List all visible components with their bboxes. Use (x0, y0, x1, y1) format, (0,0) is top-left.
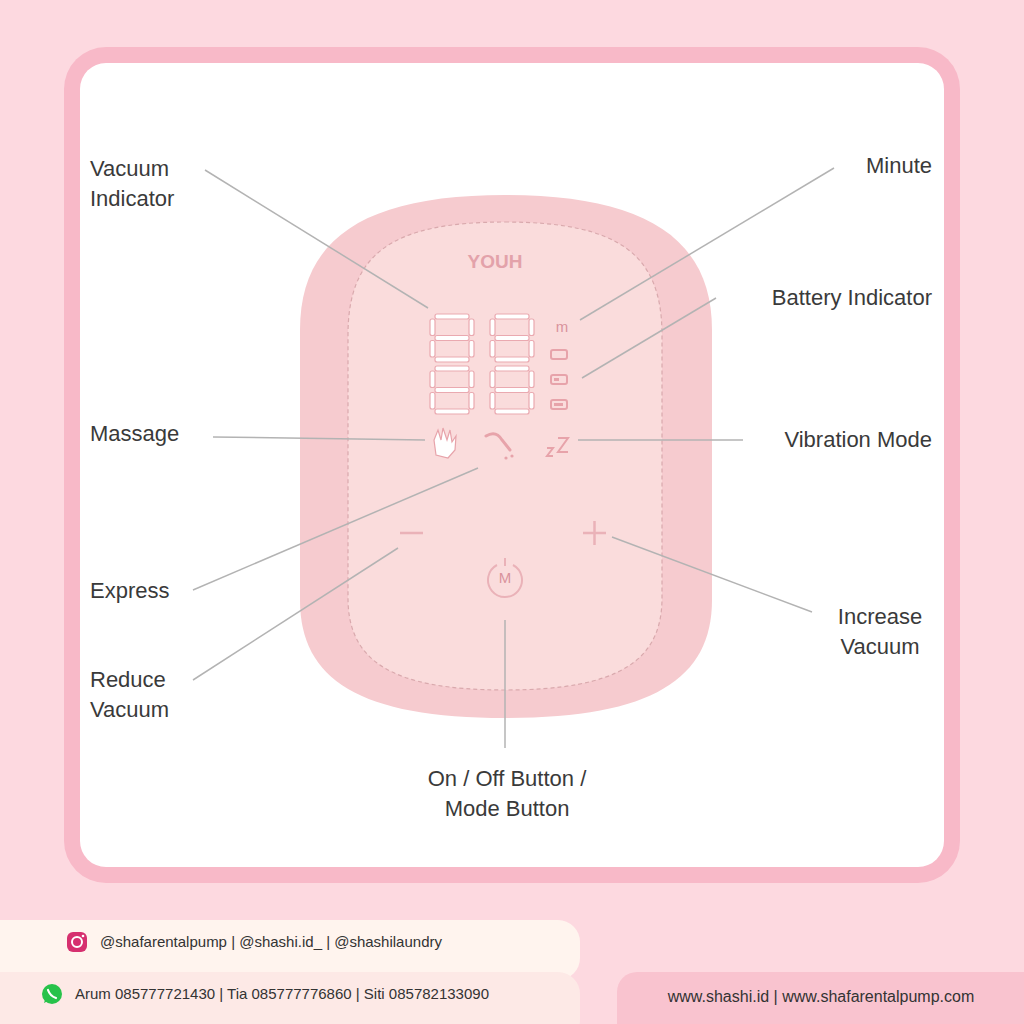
digit-segment (435, 388, 469, 393)
callout-label: Battery Indicator (700, 283, 932, 313)
screen (348, 222, 662, 690)
digit-segment (529, 341, 534, 358)
card (80, 63, 944, 867)
digit-segment (529, 319, 534, 336)
power-button (488, 558, 522, 597)
digit-segment (495, 336, 529, 341)
callout-label: Increase Vacuum (818, 602, 942, 662)
leader-lines (193, 168, 834, 748)
minute-unit: m (552, 318, 572, 336)
website-links: www.shashi.id | www.shafarentalpump.com (625, 985, 1017, 1009)
digit-segment (469, 341, 474, 358)
pump-housing (300, 195, 712, 718)
digit-segment (490, 319, 495, 336)
footer-panel (0, 920, 580, 980)
callout-label: Massage (90, 419, 220, 449)
digit-segment (495, 409, 529, 414)
brand-logo: YOUH (445, 250, 545, 274)
social-handles: @shafarentalpump | @shashi.id_ | @shashi… (100, 930, 570, 954)
callout-label: Reduce Vacuum (90, 665, 210, 725)
digit-segment (430, 341, 435, 358)
digit-segment (490, 341, 495, 358)
callout-label: On / Off Button / Mode Button (402, 764, 612, 824)
digit-segment (435, 366, 469, 371)
instagram-icon (67, 932, 87, 952)
digit-segment (430, 393, 435, 410)
digit-segment (490, 393, 495, 410)
digit-segment (430, 319, 435, 336)
digit-segment (495, 357, 529, 362)
mode-letter: M (492, 565, 518, 591)
footer-panel (617, 972, 1024, 1024)
digit-segment (469, 319, 474, 336)
phone-contacts: Arum 085777721430 | Tia 085777776860 | S… (75, 982, 575, 1006)
digit-segment (529, 371, 534, 388)
massage-icon (434, 428, 456, 458)
callout-label: Vacuum Indicator (90, 154, 220, 214)
card-border (64, 47, 960, 883)
digit-segment (435, 409, 469, 414)
digit-segment (430, 371, 435, 388)
digit-segment (469, 371, 474, 388)
callout-label: Minute (780, 151, 932, 181)
digit-segment (435, 357, 469, 362)
vibration-icon (547, 438, 568, 456)
digit-segment (435, 336, 469, 341)
digit-segment (495, 314, 529, 319)
seven-segment-display (430, 314, 534, 414)
callout-label: Vibration Mode (742, 425, 932, 455)
whatsapp-icon (42, 984, 62, 1004)
digit-segment (469, 393, 474, 410)
footer-panel (0, 972, 580, 1024)
callout-label: Express (90, 576, 210, 606)
battery-indicator (551, 350, 567, 409)
digit-segment (495, 388, 529, 393)
digit-segment (435, 314, 469, 319)
minus-plus-buttons (400, 521, 606, 545)
express-icon (486, 434, 514, 460)
digit-segment (529, 393, 534, 410)
digit-segment (490, 371, 495, 388)
digit-segment (495, 366, 529, 371)
